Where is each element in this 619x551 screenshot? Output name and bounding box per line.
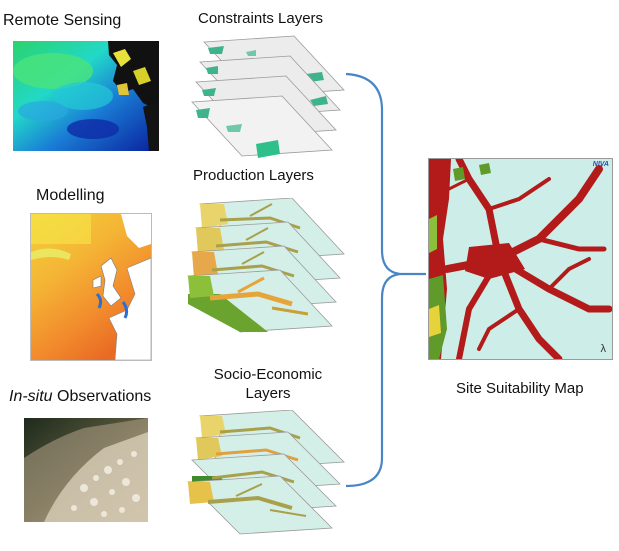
remote-sensing-label: Remote Sensing — [3, 12, 122, 29]
socio-economic-line-2: Layers — [245, 385, 291, 402]
production-layer — [187, 269, 333, 333]
constraints-layer — [191, 95, 333, 158]
site-suitability-map: NIVA λ — [428, 158, 613, 360]
socio-economic-layer-stack — [180, 410, 352, 548]
site-suitability-map-label: Site Suitability Map — [456, 380, 584, 397]
socio-economic-layer — [187, 475, 333, 535]
production-layers-label: Production Layers — [193, 167, 314, 184]
in-situ-label: In-situ Observations — [9, 388, 151, 406]
modelling-label: Modelling — [36, 187, 105, 204]
production-layer-stack — [180, 198, 352, 358]
socio-economic-layers-label: Socio-Economic Layers — [190, 365, 346, 403]
constraints-layers-label: Constraints Layers — [198, 10, 324, 27]
north-arrow-icon: λ — [600, 343, 607, 355]
in-situ-rest-text: Observations — [52, 388, 152, 405]
niva-logo: NIVA — [592, 161, 609, 168]
modelling-image — [30, 213, 152, 361]
constraints-layer-stack — [186, 34, 351, 164]
in-situ-italic-text: In-situ — [9, 388, 53, 405]
remote-sensing-image — [13, 41, 159, 151]
in-situ-photo — [24, 418, 148, 522]
socio-economic-line-1: Socio-Economic — [213, 366, 323, 383]
